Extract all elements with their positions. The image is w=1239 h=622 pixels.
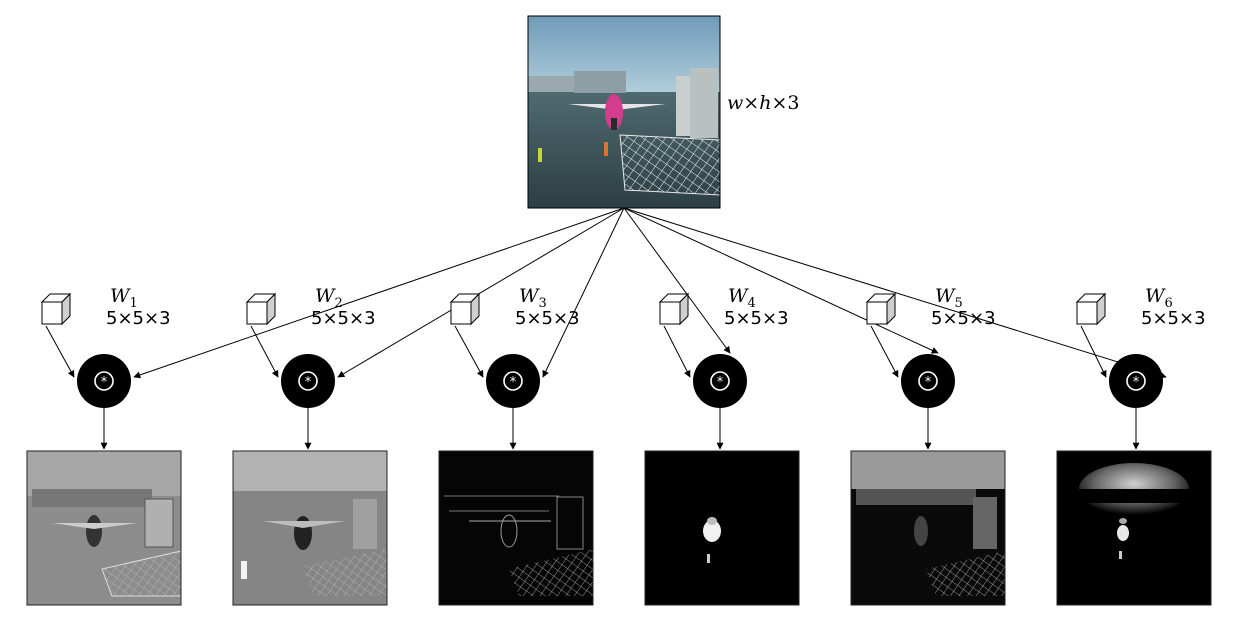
filter-edge — [45, 325, 75, 378]
input-edge — [337, 207, 625, 378]
filter-name-label: W3 — [519, 285, 547, 311]
operator-symbol: * — [305, 375, 312, 390]
feature-map-image — [26, 450, 182, 606]
filter-edge — [870, 325, 899, 378]
input-image — [528, 16, 721, 208]
feature-map-image — [1056, 450, 1212, 606]
filter-cube-icon — [245, 292, 277, 326]
convolution-operator: * — [281, 354, 335, 408]
filter-name-label: W2 — [315, 285, 343, 311]
input-edge — [133, 207, 625, 379]
operator-symbol: * — [717, 375, 724, 390]
filter-dims-label: 5×5×3 — [1141, 308, 1206, 329]
filter-cube-icon — [40, 292, 72, 326]
operator-symbol: * — [101, 375, 108, 390]
input-edge — [542, 207, 625, 378]
operator-symbol: * — [1133, 375, 1140, 390]
convolution-operator: * — [901, 354, 955, 408]
filter-name-label: W4 — [728, 285, 756, 311]
convolution-operator: * — [77, 354, 131, 408]
convolution-operator: * — [1109, 354, 1163, 408]
filter-cube-icon — [658, 292, 690, 326]
filter-dims-label: 5×5×3 — [311, 308, 376, 329]
operator-symbol: * — [510, 375, 517, 390]
convolution-operator: * — [486, 354, 540, 408]
filter-dims-label: 5×5×3 — [724, 308, 789, 329]
filter-edge — [250, 325, 279, 378]
feature-map-image — [438, 450, 594, 606]
input-dims-label: w×h×3 — [727, 92, 799, 114]
filter-dims-label: 5×5×3 — [106, 308, 171, 329]
feature-map-image — [644, 450, 800, 606]
filter-edge — [663, 325, 691, 378]
operator-symbol: * — [925, 375, 932, 390]
feature-map-image — [232, 450, 388, 606]
filter-cube-icon — [1075, 292, 1107, 326]
filter-edge — [1080, 325, 1107, 378]
input-dims-text: w×h×3 — [727, 92, 799, 114]
input-edge — [623, 207, 939, 354]
input-edge — [623, 207, 731, 354]
filter-edge — [454, 325, 484, 378]
filter-name-label: W5 — [935, 285, 963, 311]
filter-cube-icon — [865, 292, 897, 326]
convolution-operator: * — [693, 354, 747, 408]
filter-name-label: W6 — [1145, 285, 1173, 311]
filter-dims-label: 5×5×3 — [515, 308, 580, 329]
filter-cube-icon — [449, 292, 481, 326]
filter-dims-label: 5×5×3 — [931, 308, 996, 329]
input-edge — [623, 207, 1167, 379]
filter-name-label: W1 — [110, 285, 138, 311]
feature-map-image — [850, 450, 1006, 606]
